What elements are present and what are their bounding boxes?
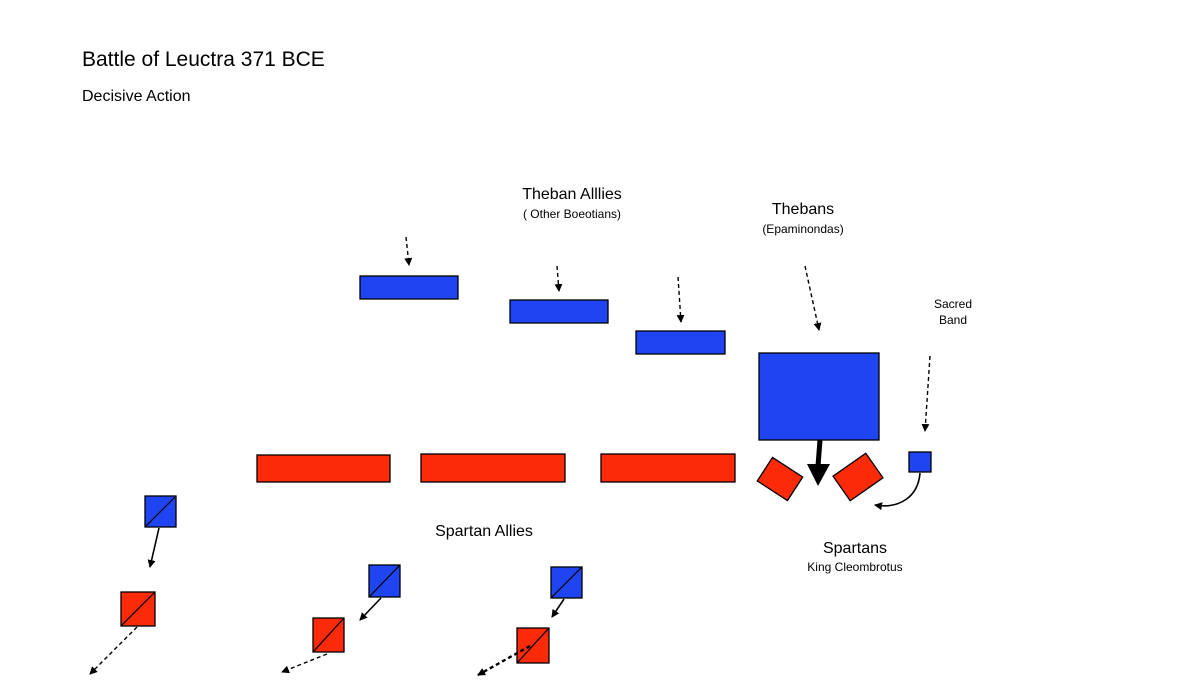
sacred-band-label-line2: Band [938, 313, 968, 327]
rout-spartan-square-2-diagonal [312, 617, 345, 653]
rout-push-arrow-1 [147, 527, 160, 568]
theban-ally-advance-arrow-1 [404, 236, 413, 266]
rout-retreat-arrow-2 [281, 653, 328, 674]
theban-ally-block-3 [635, 330, 726, 355]
thebans-thrust-shaft [815, 439, 823, 467]
theban-ally-block-1 [359, 275, 459, 300]
spartan-right-block-right [832, 452, 884, 502]
rout-theban-square-1-diagonal [144, 495, 177, 528]
theban-ally-block-2 [509, 299, 609, 324]
rout-spartan-square-3-diagonal [516, 627, 550, 664]
spartan-ally-block-2 [420, 453, 566, 483]
spartan-right-block-left [756, 456, 804, 502]
sacred-band-block [908, 451, 932, 473]
spartans-label: Spartans [822, 540, 888, 557]
theban-allies-sublabel: ( Other Boeotians) [522, 207, 622, 221]
sacred-band-advance-arrow [921, 355, 931, 432]
diagram-subtitle: Decisive Action [82, 88, 191, 105]
rout-retreat-arrow-1 [89, 626, 138, 675]
thebans-sublabel: (Epaminondas) [762, 222, 844, 236]
rout-retreat-arrow-3 [477, 644, 531, 677]
diagram-title: Battle of Leuctra 371 BCE [82, 48, 325, 71]
theban-allies-label: Theban Alllies [522, 186, 622, 203]
thebans-advance-arrow [804, 265, 822, 331]
rout-theban-square-2-diagonal [368, 564, 401, 598]
thebans-label: Thebans [771, 201, 835, 218]
sacred-band-flank-arrow [874, 472, 921, 511]
theban-ally-advance-arrow-3 [676, 276, 685, 323]
theban-ally-advance-arrow-2 [554, 265, 563, 292]
thebans-thrust-arrowhead [807, 464, 830, 486]
thebans-main-column [758, 352, 880, 441]
rout-push-arrow-3 [551, 598, 565, 618]
sacred-band-label-line1: Sacred [933, 297, 973, 311]
spartans-sublabel: King Cleombrotus [807, 560, 903, 574]
rout-spartan-square-1-diagonal [120, 591, 156, 627]
spartan-ally-block-1 [256, 454, 391, 483]
rout-push-arrow-2 [359, 597, 382, 621]
rout-theban-square-3-diagonal [550, 566, 583, 599]
spartan-ally-block-3 [600, 453, 736, 483]
spartan-allies-label: Spartan Allies [435, 523, 533, 540]
